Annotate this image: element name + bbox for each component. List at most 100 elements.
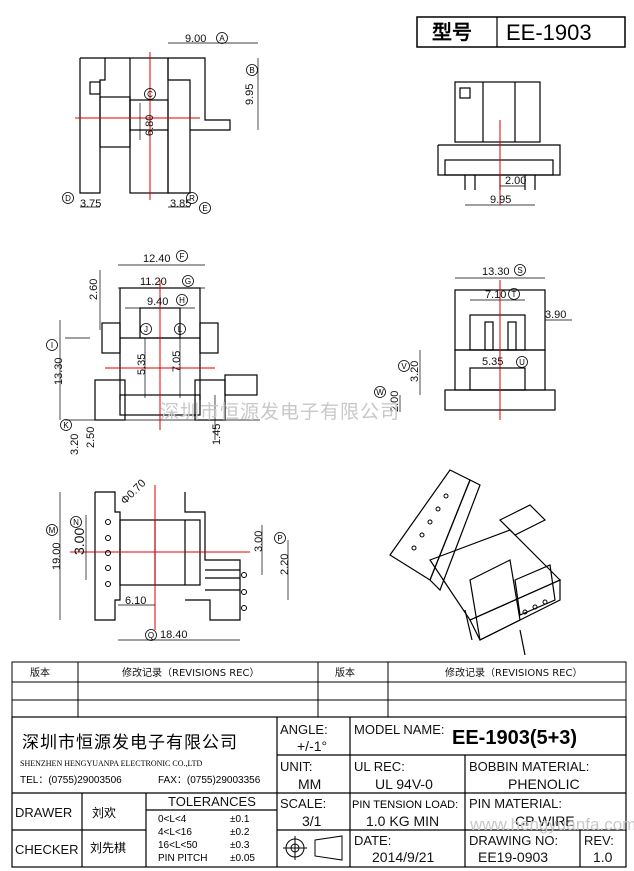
tolerance-value: ±0.2: [230, 827, 250, 838]
dim-d: 3.75: [80, 198, 101, 210]
reference-marker-circle: [145, 629, 157, 641]
reference-marker-circle: [274, 532, 286, 544]
reference-marker-letter: S: [517, 266, 522, 275]
reference-marker-circle: [140, 323, 152, 335]
dim-x: 3.90: [545, 309, 566, 321]
dim-e: 3.85: [170, 198, 191, 210]
drawer-label: DRAWER: [15, 805, 72, 820]
iso-pin-holes: [411, 493, 548, 615]
model-value: EE-1903(5+3): [452, 727, 577, 749]
pin-material-value: CP WIRE: [515, 813, 575, 829]
dim-s: 13.30: [482, 266, 510, 278]
reference-marker-circle: [374, 386, 386, 398]
dim-m: 19.00: [51, 542, 63, 570]
reference-marker-letter: T: [512, 290, 517, 299]
reference-marker-letter: Q: [148, 631, 154, 640]
rev-col-2: 修改记录（REVISIONS REC）: [122, 666, 259, 679]
header-model: EE-1903: [506, 20, 592, 45]
reference-marker-circle: [199, 202, 211, 214]
company-name-cn: 深圳市恒源发电子有限公司: [22, 733, 238, 753]
mid-right-view: [399, 277, 572, 420]
reference-marker-letter: G: [185, 277, 191, 286]
revisions-table: [11, 661, 627, 718]
pin-material-label: PIN MATERIAL:: [469, 796, 562, 811]
rev-col-1: 版本: [30, 666, 50, 679]
pin-tension-label: PIN TENSION LOAD:: [352, 799, 458, 811]
top-left-view: [75, 42, 259, 208]
company-fax: FAX：(0755)29003356: [158, 775, 261, 786]
bottom-left-view: [59, 485, 289, 641]
ul-value: UL 94V-0: [375, 776, 433, 792]
reference-marker-letter: F: [180, 252, 185, 261]
dim-u: 5.35: [482, 356, 503, 368]
dim-f: 12.40: [143, 253, 171, 265]
dim-v: 3.20: [409, 361, 421, 382]
model-label: MODEL NAME:: [354, 722, 445, 737]
reference-marker-circle: [516, 356, 528, 368]
reference-marker-letter: V: [401, 362, 407, 371]
dim-v4: 2.50: [85, 427, 97, 448]
rev-label: REV:: [584, 833, 614, 848]
dim-c: 6.80: [144, 115, 156, 136]
reference-marker-circle: [246, 64, 258, 76]
reference-marker-letter: M: [49, 526, 56, 535]
dim-p2: 2.20: [279, 554, 291, 575]
dim-v2: 5.35: [136, 354, 148, 375]
reference-marker-letter: H: [179, 296, 185, 305]
reference-marker-letter: C: [147, 90, 153, 99]
reference-marker-letter: E: [202, 204, 207, 213]
dim-r: 6.10: [125, 595, 146, 607]
model-header: 型号 EE-1903: [416, 16, 626, 48]
reference-marker-letter: B: [249, 66, 254, 75]
ul-label: UL REC:: [354, 759, 405, 774]
angle-value: +/-1°: [297, 738, 327, 754]
dim-i: 13.30: [53, 357, 65, 385]
reference-marker-letter: N: [73, 518, 79, 527]
dim-q: 18.40: [160, 629, 188, 641]
reference-marker-circle: [144, 88, 156, 100]
company-name-en: SHENZHEN HENGYUANPA ELECTRONIC CO.,LTD: [20, 759, 203, 768]
reference-marker-circle: [70, 516, 82, 528]
dim-n: 3.00: [71, 528, 87, 555]
mid-left-view: [59, 264, 260, 440]
dim-w: 2.00: [389, 391, 401, 412]
dim-v1: 2.60: [88, 279, 100, 300]
tolerance-value: ±0.3: [230, 840, 250, 851]
drawer-value: 刘欢: [92, 805, 116, 820]
date-label: DATE:: [354, 833, 391, 848]
reference-marker-circle: [508, 288, 520, 300]
projection-symbol: [283, 835, 343, 861]
bobbin-label: BOBBIN MATERIAL:: [469, 759, 589, 774]
reference-marker-circle: [182, 275, 194, 287]
scale-label: SCALE:: [280, 796, 326, 811]
checker-value: 刘先棋: [90, 841, 126, 855]
dim-h: 9.40: [147, 296, 168, 308]
scale-value: 3/1: [302, 813, 322, 829]
drawing-label: DRAWING NO:: [469, 833, 558, 848]
drawing-value: EE19-0903: [478, 849, 548, 865]
reference-marker-letter: J: [144, 325, 148, 334]
checker-label: CHECKER: [15, 842, 79, 857]
date-value: 2014/9/21: [372, 849, 434, 865]
dim-b: 9.95: [244, 84, 256, 105]
dim-a: 9.00: [185, 33, 206, 45]
unit-value: MM: [298, 776, 321, 792]
reference-marker-letter: U: [519, 358, 525, 367]
reference-marker-letter: W: [376, 388, 384, 397]
isometric-view: [389, 469, 562, 656]
type-label: 型号: [432, 20, 472, 44]
reference-marker-circle: [46, 339, 58, 351]
tolerance-value: ±0.05: [230, 853, 255, 864]
pin-holes: [105, 519, 247, 611]
dim-pin: Φ0.70: [119, 477, 149, 507]
reference-marker-circle: [186, 192, 198, 204]
tolerance-range: 16<L<50: [158, 840, 198, 851]
reference-marker-letter: A: [219, 34, 225, 43]
reference-marker-letter: R: [189, 194, 195, 203]
dim-v3: 7.05: [171, 351, 183, 372]
unit-label: UNIT:: [280, 759, 313, 774]
top-right-view: [437, 81, 561, 206]
reference-marker-letter: P: [277, 534, 282, 543]
